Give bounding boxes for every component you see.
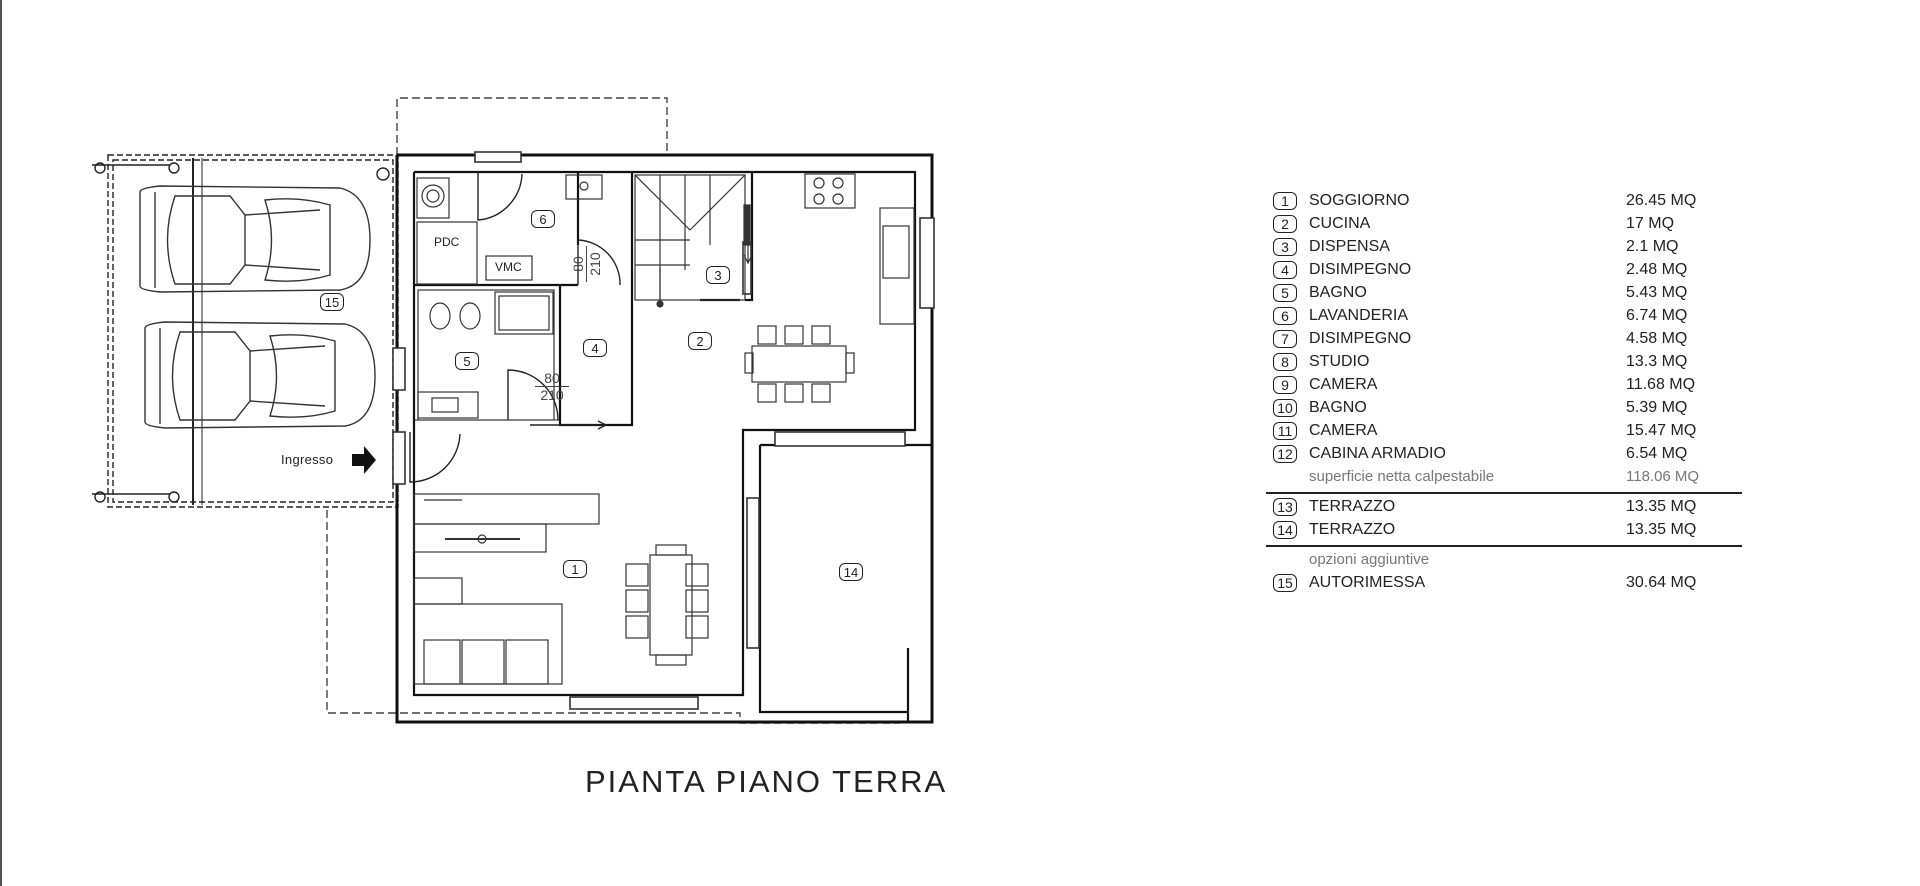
legend-name: SOGGIORNO <box>1309 192 1410 209</box>
net-surface-label: superficie netta calpestabile <box>1309 468 1495 485</box>
legend-name: TERRAZZO <box>1309 521 1396 538</box>
room-legend: 1 SOGGIORNO 26.45 MQ 2 CUCINA 17 MQ 3 DISPENS… <box>1266 190 1742 595</box>
legend-area: 30.64 MQ <box>1626 574 1697 591</box>
legend-options-heading: opzioni aggiuntive <box>1266 549 1742 572</box>
legend-row: 13 TERRAZZO 13.35 MQ <box>1266 496 1742 519</box>
legend-area: 13.35 MQ <box>1626 521 1697 538</box>
legend-name: DISPENSA <box>1309 238 1390 255</box>
legend-name: LAVANDERIA <box>1309 307 1408 324</box>
living-fixtures <box>413 493 709 685</box>
doors <box>409 172 621 483</box>
legend-num: 5 <box>1273 284 1297 302</box>
legend-area: 17 MQ <box>1626 215 1675 232</box>
legend-name: CAMERA <box>1309 376 1378 393</box>
legend-divider <box>1266 545 1742 547</box>
door-dim-bar-2 <box>535 386 569 387</box>
door-dim-width-1: 80 <box>570 256 586 272</box>
heat-pump-label: PDC <box>434 235 460 249</box>
legend-num: 3 <box>1273 238 1297 256</box>
legend-row: 5 BAGNO 5.43 MQ <box>1266 282 1742 305</box>
door-dim-width-2: 80 <box>544 370 560 386</box>
bathroom-fixtures <box>417 289 555 421</box>
legend-name: BAGNO <box>1309 399 1367 416</box>
entrance-label: Ingresso <box>281 452 334 467</box>
legend-num: 11 <box>1273 422 1297 440</box>
room-badge-3: 3 <box>706 266 730 284</box>
car-top <box>139 185 371 293</box>
legend-row: 10 BAGNO 5.39 MQ <box>1266 397 1742 420</box>
room-badge-4: 4 <box>583 339 607 357</box>
legend-name: DISIMPEGNO <box>1309 330 1412 347</box>
door-dim-vertical: 80 210 <box>570 246 603 282</box>
legend-num: 10 <box>1273 399 1297 417</box>
page-border <box>0 0 2 886</box>
legend-area: 6.54 MQ <box>1626 445 1688 462</box>
legend-num: 15 <box>1273 574 1297 592</box>
legend-name: BAGNO <box>1309 284 1367 301</box>
legend-num: 13 <box>1273 498 1297 516</box>
legend-num: 9 <box>1273 376 1297 394</box>
options-label: opzioni aggiuntive <box>1309 551 1430 568</box>
legend-area: 11.68 MQ <box>1626 376 1696 393</box>
legend-row: 11 CAMERA 15.47 MQ <box>1266 420 1742 443</box>
legend-area: 26.45 MQ <box>1626 192 1697 209</box>
legend-row: 8 STUDIO 13.3 MQ <box>1266 351 1742 374</box>
legend-row: 2 CUCINA 17 MQ <box>1266 213 1742 236</box>
legend-name: CAMERA <box>1309 422 1378 439</box>
legend-row: 4 DISIMPEGNO 2.48 MQ <box>1266 259 1742 282</box>
legend-row: 15 AUTORIMESSA 30.64 MQ <box>1266 572 1742 595</box>
legend-num: 7 <box>1273 330 1297 348</box>
legend-num: 2 <box>1273 215 1297 233</box>
legend-area: 15.47 MQ <box>1626 422 1697 439</box>
car-bottom <box>144 321 376 429</box>
room-badge-5: 5 <box>455 352 479 370</box>
legend-name: DISIMPEGNO <box>1309 261 1412 278</box>
room-badge-2: 2 <box>688 332 712 350</box>
legend-area: 2.48 MQ <box>1626 261 1688 278</box>
kitchen-fixtures <box>744 173 915 403</box>
legend-area: 6.74 MQ <box>1626 307 1688 324</box>
door-dim-height-2: 210 <box>540 387 564 403</box>
legend-name: CABINA ARMADIO <box>1309 445 1446 462</box>
room-badge-14: 14 <box>839 563 863 581</box>
legend-area: 2.1 MQ <box>1626 238 1679 255</box>
legend-num: 12 <box>1273 445 1297 463</box>
entrance-arrow-icon <box>352 446 376 474</box>
legend-num: 6 <box>1273 307 1297 325</box>
legend-num: 4 <box>1273 261 1297 279</box>
legend-net-surface: superficie netta calpestabile 118.06 MQ <box>1266 466 1742 489</box>
legend-name: STUDIO <box>1309 353 1370 370</box>
legend-area: 4.58 MQ <box>1626 330 1688 347</box>
room-badge-1: 1 <box>563 560 587 578</box>
room-badge-15: 15 <box>320 293 344 311</box>
legend-area: 13.3 MQ <box>1626 353 1688 370</box>
legend-row: 6 LAVANDERIA 6.74 MQ <box>1266 305 1742 328</box>
legend-row: 12 CABINA ARMADIO 6.54 MQ <box>1266 443 1742 466</box>
legend-area: 5.39 MQ <box>1626 399 1688 416</box>
door-dim-horizontal: 80 210 <box>535 370 569 403</box>
room-badge-6: 6 <box>531 210 555 228</box>
legend-num: 1 <box>1273 192 1297 210</box>
legend-area: 13.35 MQ <box>1626 498 1697 515</box>
legend-row: 1 SOGGIORNO 26.45 MQ <box>1266 190 1742 213</box>
legend-name: AUTORIMESSA <box>1309 574 1426 591</box>
net-surface-area: 118.06 MQ <box>1626 468 1700 485</box>
plan-title: PIANTA PIANO TERRA <box>585 764 948 799</box>
legend-name: CUCINA <box>1309 215 1371 232</box>
legend-row: 14 TERRAZZO 13.35 MQ <box>1266 519 1742 542</box>
legend-row: 9 CAMERA 11.68 MQ <box>1266 374 1742 397</box>
legend-row: 7 DISIMPEGNO 4.58 MQ <box>1266 328 1742 351</box>
windows <box>392 151 935 710</box>
legend-num: 8 <box>1273 353 1297 371</box>
legend-num: 14 <box>1273 521 1297 539</box>
laundry-fixtures <box>416 174 603 285</box>
legend-row: 3 DISPENSA 2.1 MQ <box>1266 236 1742 259</box>
staircase <box>634 174 753 308</box>
legend-divider <box>1266 492 1742 494</box>
ventilation-label: VMC <box>495 260 522 274</box>
door-dim-height-1: 210 <box>587 252 603 276</box>
legend-name: TERRAZZO <box>1309 498 1396 515</box>
legend-area: 5.43 MQ <box>1626 284 1688 301</box>
